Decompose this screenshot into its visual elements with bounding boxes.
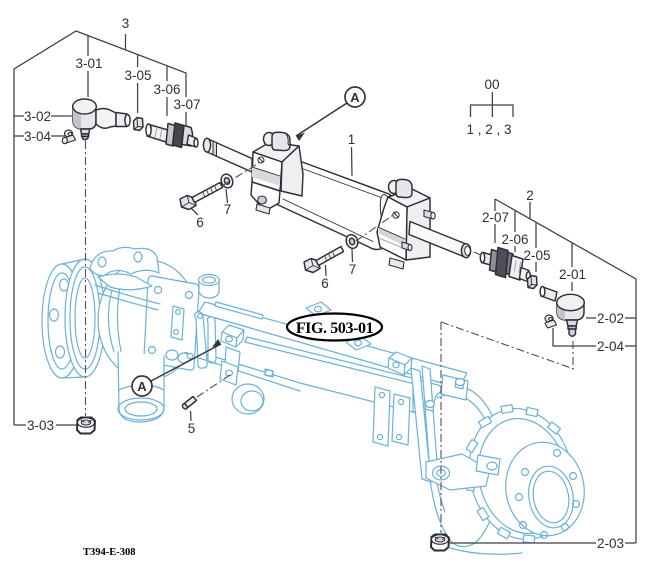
svg-text:3-01: 3-01 xyxy=(75,56,102,71)
svg-text:A: A xyxy=(350,90,360,105)
svg-text:6: 6 xyxy=(196,215,204,230)
svg-text:5: 5 xyxy=(188,421,196,436)
svg-text:2-04: 2-04 xyxy=(597,339,625,354)
svg-text:6: 6 xyxy=(321,276,329,291)
svg-text:2-01: 2-01 xyxy=(559,267,586,282)
svg-text:2-05: 2-05 xyxy=(523,248,550,263)
svg-text:2-07: 2-07 xyxy=(482,210,509,225)
svg-text:3-04: 3-04 xyxy=(24,129,52,144)
svg-text:3-05: 3-05 xyxy=(124,68,151,83)
svg-text:2-03: 2-03 xyxy=(597,536,624,551)
svg-text:3-02: 3-02 xyxy=(24,109,51,124)
svg-text:3-03: 3-03 xyxy=(27,418,54,433)
svg-text:7: 7 xyxy=(224,202,232,217)
svg-text:3-07: 3-07 xyxy=(173,97,200,112)
svg-text:3-06: 3-06 xyxy=(153,82,180,97)
svg-text:FIG. 503-01: FIG. 503-01 xyxy=(296,320,374,337)
svg-text:2: 2 xyxy=(526,188,534,203)
svg-text:7: 7 xyxy=(349,262,357,277)
svg-text:1: 1 xyxy=(348,132,356,147)
svg-text:T394-E-308: T394-E-308 xyxy=(83,547,136,558)
svg-text:2-06: 2-06 xyxy=(501,232,528,247)
svg-text:3: 3 xyxy=(122,16,130,31)
svg-text:2-02: 2-02 xyxy=(597,311,624,326)
svg-text:00: 00 xyxy=(484,77,499,92)
svg-text:A: A xyxy=(137,379,147,394)
svg-text:1 , 2 , 3: 1 , 2 , 3 xyxy=(466,122,511,137)
